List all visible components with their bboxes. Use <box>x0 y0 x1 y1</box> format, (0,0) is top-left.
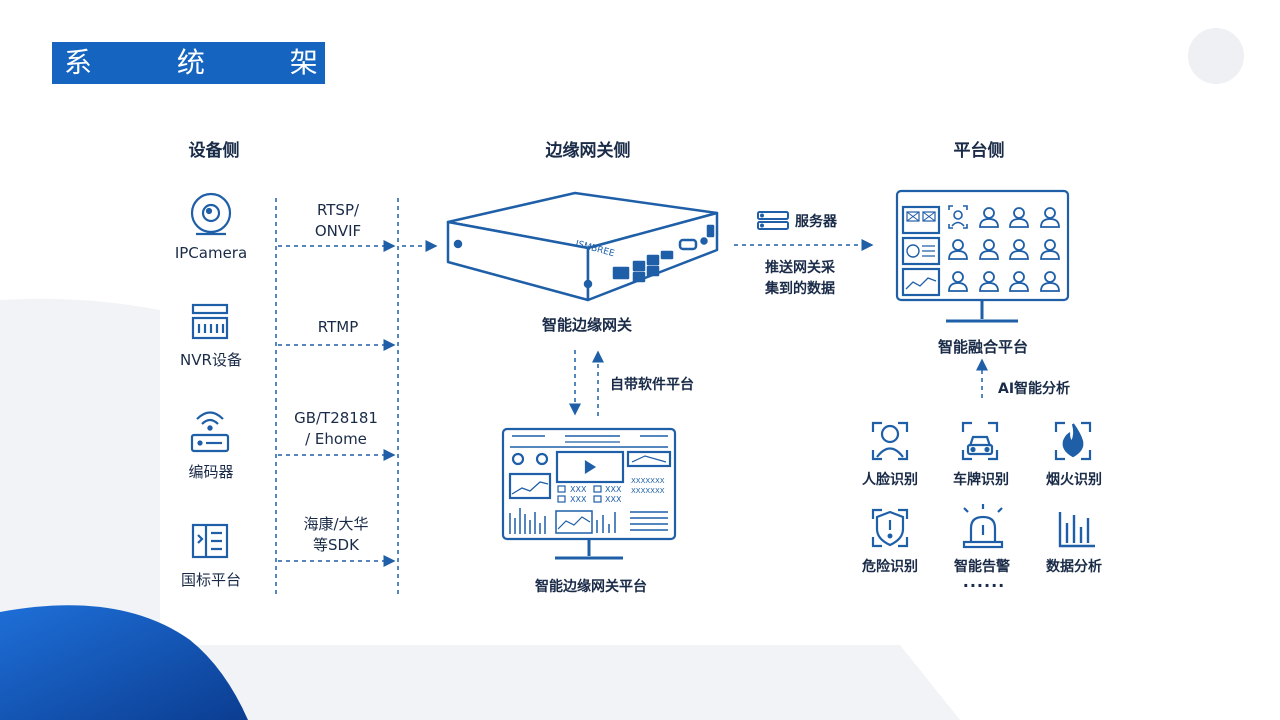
protocol-label-sdk: 海康/大华 等SDK <box>303 515 369 554</box>
heading-platform-side: 平台侧 <box>953 141 1005 161</box>
user-icon <box>1009 271 1029 292</box>
fusion-platform-name: 智能融合平台 <box>937 338 1029 356</box>
user-icon <box>948 271 968 292</box>
license-plate-icon <box>961 421 999 461</box>
heading-device-side: 设备侧 <box>188 141 240 161</box>
nvr-icon <box>191 303 229 340</box>
ai-feature-fire: 烟火识别 <box>1046 472 1102 488</box>
user-icon <box>948 239 968 260</box>
data-analysis-icon <box>1058 512 1095 548</box>
device-label-national-platform: 国标平台 <box>180 571 242 589</box>
protocol-label-gbt: GB/T28181 / Ehome <box>294 409 378 448</box>
encoder-icon <box>190 411 230 453</box>
server-icon <box>757 211 789 230</box>
user-avatar-grid <box>948 207 1060 292</box>
server-label: 服务器 <box>795 214 837 230</box>
national-platform-icon <box>191 523 229 559</box>
gateway-device-image <box>446 191 719 302</box>
more-features-ellipsis: ...... <box>962 572 1006 591</box>
ai-feature-plate: 车牌识别 <box>953 472 1009 488</box>
fire-detection-icon <box>1054 421 1092 461</box>
protocol-label-rtmp: RTMP <box>317 318 359 336</box>
fusion-platform-monitor <box>895 189 1070 323</box>
gateway-platform-monitor <box>501 427 677 560</box>
svg-text:XXX: XXX <box>570 495 587 504</box>
gateway-platform-name: 智能边缘网关平台 <box>535 579 647 595</box>
user-icon <box>1040 239 1060 260</box>
user-icon <box>1009 207 1029 228</box>
camera-icon <box>190 192 232 236</box>
user-icon <box>979 207 999 228</box>
smart-alarm-icon <box>962 504 1004 549</box>
device-label-ipcamera: IPCamera <box>174 244 248 262</box>
ai-feature-danger: 危险识别 <box>862 559 918 575</box>
svg-text:XXX: XXX <box>570 485 587 494</box>
software-platform-label: 自带软件平台 <box>610 377 694 393</box>
ai-feature-data: 数据分析 <box>1046 559 1102 575</box>
ai-feature-alarm: 智能告警 <box>954 559 1010 575</box>
svg-text:XXXXXXX: XXXXXXX <box>631 477 665 485</box>
face-recognition-icon <box>871 421 909 461</box>
svg-text:XXX: XXX <box>605 485 622 494</box>
danger-detection-icon <box>871 508 909 548</box>
svg-text:XXXXXXX: XXXXXXX <box>631 487 665 495</box>
user-icon <box>979 271 999 292</box>
user-icon <box>1040 271 1060 292</box>
protocol-arrows <box>278 240 438 567</box>
svg-text:XXX: XXX <box>605 495 622 504</box>
user-icon <box>979 239 999 260</box>
transfer-data-label: 推送网关采 集到的数据 <box>765 260 835 297</box>
decorative-circle <box>1188 28 1244 84</box>
device-label-encoder: 编码器 <box>188 463 234 481</box>
device-label-nvr: NVR设备 <box>180 351 242 369</box>
ai-analysis-label: AI智能分析 <box>998 381 1071 397</box>
user-icon <box>1040 207 1060 228</box>
heading-gateway-side: 边缘网关侧 <box>545 141 631 161</box>
gateway-name: 智能边缘网关 <box>541 316 633 334</box>
protocol-label-rtsp: RTSP/ ONVIF <box>314 201 362 240</box>
user-icon <box>1009 239 1029 260</box>
ai-feature-face: 人脸识别 <box>862 472 918 488</box>
